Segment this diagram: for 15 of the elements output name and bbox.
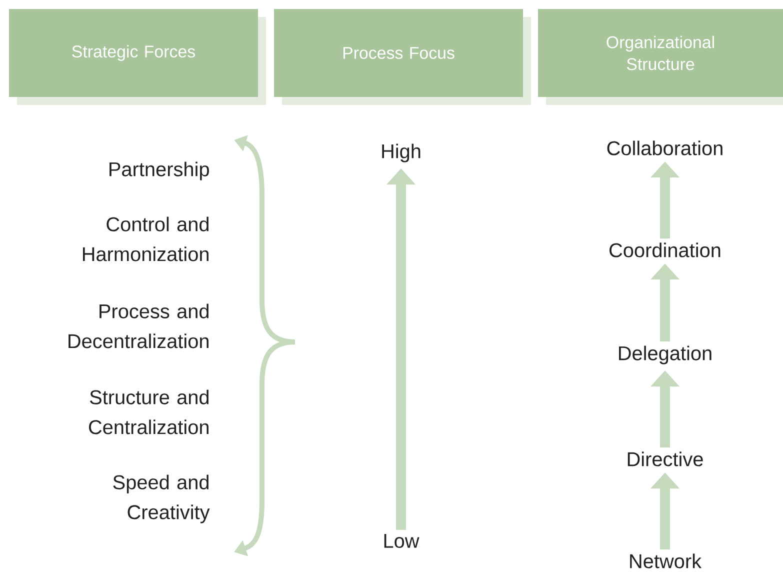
force-label: Structure and Centralization: [89, 390, 208, 434]
level-label: Network: [630, 554, 702, 568]
force-label: Speed and Creativity: [113, 474, 210, 524]
level-label: Delegation: [619, 346, 712, 364]
force-label: Control and Harmonization: [82, 216, 208, 262]
force-label: Process and Decentralization: [68, 304, 208, 348]
level-label: High: [382, 144, 420, 162]
level-label: Low: [384, 534, 420, 548]
level-label: Collaboration: [607, 140, 722, 156]
level-label: Coordination: [610, 242, 720, 258]
force-label: Partnership: [110, 162, 209, 180]
header-box: Organizational Structure: [538, 9, 783, 105]
header-box: Strategic Forces: [9, 9, 266, 105]
header-box: Process Focus: [274, 9, 531, 105]
level-label: Directive: [628, 452, 703, 466]
